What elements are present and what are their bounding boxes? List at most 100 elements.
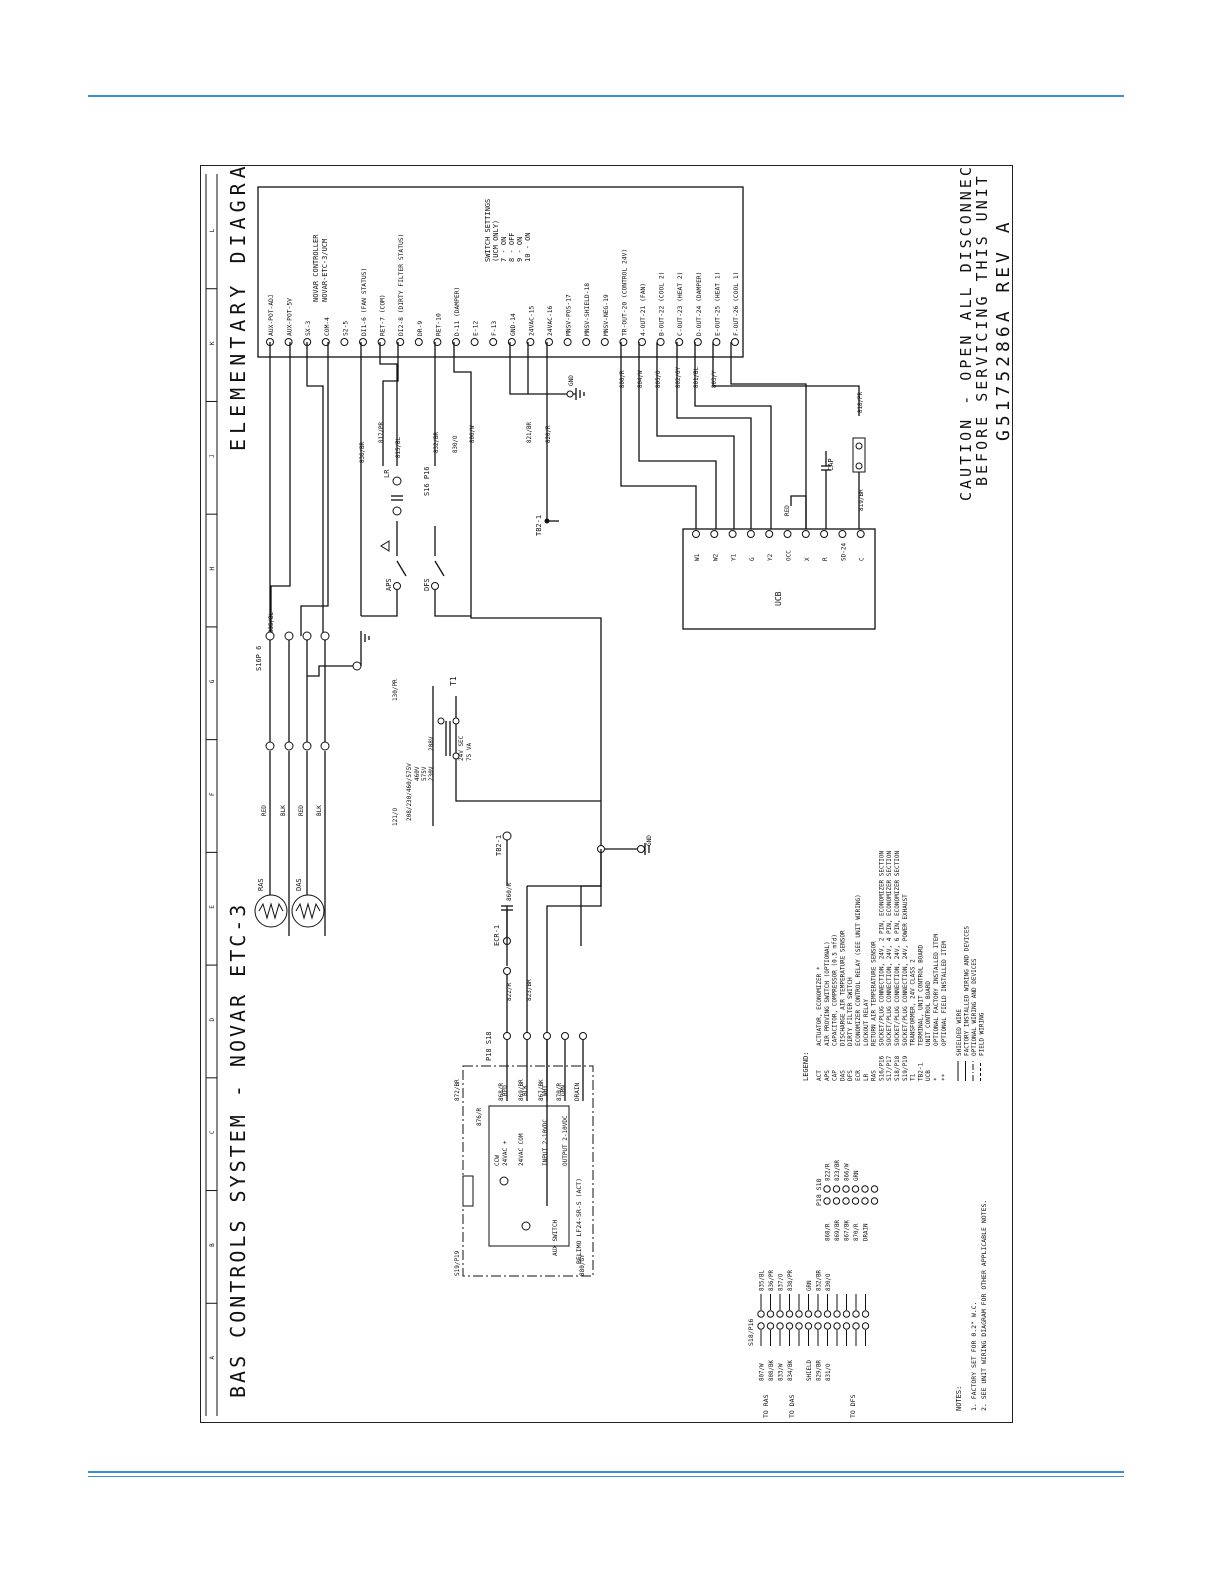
- svg-text:GND: GND: [646, 835, 653, 846]
- p18-wire-left: 868/R: [826, 1223, 832, 1241]
- svg-text:WHT: WHT: [542, 1085, 549, 1096]
- legend-description: SOCKET/PLUG CONNECTION, 24V, POWER EXHAU…: [902, 894, 909, 1046]
- legend-code: S16/P16: [878, 1055, 885, 1081]
- controller-terminal-label: RET-10: [435, 313, 442, 336]
- legend-code: UCB: [925, 1070, 932, 1081]
- p18-wire-right: 823/BR: [835, 1160, 841, 1181]
- caution-line-2: BEFORE SERVICING THIS UNIT: [973, 173, 991, 486]
- grid-letter: G: [209, 679, 216, 683]
- ucb-terminal: [765, 530, 774, 538]
- conn-wire-right: GRN: [807, 1280, 813, 1291]
- grid-letter: J: [209, 454, 216, 458]
- svg-text:P18 S18: P18 S18: [815, 1179, 823, 1206]
- conn-wire-right: 835/BL: [760, 1270, 766, 1291]
- ucb-terminal-label: R: [822, 557, 829, 561]
- controller-gnd: GND: [566, 375, 585, 400]
- p18-pin: [851, 1185, 860, 1193]
- capacitor: CAP 819/BR: [821, 437, 866, 529]
- ecr-relay: ECR-1 860/R 822/R 823/BR: [493, 883, 601, 1036]
- controller-terminal: [414, 338, 423, 346]
- ucb-terminal-label: Y1: [731, 553, 738, 561]
- grid-letter: C: [209, 1130, 216, 1134]
- svg-text:OUTPUT 2-10VDC: OUTPUT 2-10VDC: [562, 1115, 569, 1166]
- controller-terminal: [340, 338, 349, 346]
- legend-code: S19/P19: [902, 1055, 909, 1081]
- legend-code: **: [941, 1073, 948, 1081]
- controller-box: [257, 186, 744, 358]
- controller-terminal-label: SX-3: [305, 321, 312, 336]
- grid-letter: K: [209, 341, 216, 345]
- transformer-t1: T1 130/PR 121/O 208/230/460/575V 460V 57…: [392, 676, 601, 826]
- controller-terminal-label: D-OUT-24 (DAMPER): [696, 272, 703, 336]
- svg-text:APS: APS: [385, 578, 393, 591]
- conn-wire-right: 838/PR: [788, 1270, 794, 1291]
- svg-text:75 VA: 75 VA: [466, 743, 473, 761]
- conn-pin: [833, 1310, 841, 1318]
- wire-label: 818/PR: [858, 392, 864, 413]
- wire-label: 832/BR: [434, 432, 440, 453]
- grid-letter: B: [209, 1243, 216, 1247]
- wire-label: 800/R: [620, 370, 626, 388]
- controller-terminal-label: F-13: [491, 321, 498, 336]
- legend-code: TB2-1: [917, 1063, 924, 1081]
- svg-text:INPUT 2-10VDC: INPUT 2-10VDC: [542, 1119, 549, 1166]
- conn-pin: [804, 1322, 813, 1330]
- svg-text:8 - OFF: 8 - OFF: [508, 232, 516, 262]
- svg-text:575V: 575V: [421, 766, 428, 781]
- svg-text:RED: RED: [261, 805, 268, 816]
- legend-description: DISCHARGE AIR TEMPERATURE SENSOR: [839, 930, 846, 1046]
- svg-text:S18/P16: S18/P16: [747, 1319, 755, 1346]
- p18-pin: [832, 1197, 841, 1205]
- svg-text:208V: 208V: [428, 736, 435, 751]
- controller-terminal: [284, 338, 293, 346]
- wire-label: 801/BL: [694, 367, 700, 388]
- ras-sensor: RAS RED BLK: [254, 751, 290, 936]
- p18-s18-plug: P18 S18 868/R 869/BR 867/BK 870/R DRAIN: [485, 1031, 587, 1101]
- controller-terminal-label: 24VAC-15: [528, 305, 535, 336]
- legend-description: SOCKET/PLUG CONNECTION, 24V, 6 PIN, ECON…: [894, 851, 901, 1046]
- tb2-upper: TB2-1: [535, 515, 559, 536]
- svg-text:9 - ON: 9 - ON: [516, 237, 524, 262]
- svg-text:24VAC COM: 24VAC COM: [518, 1133, 525, 1166]
- svg-text:DAS: DAS: [295, 878, 303, 891]
- legend-description: OPTIONAL FIELD INSTALLED ITEM: [941, 941, 948, 1046]
- wire-label: 835/BL: [269, 612, 275, 633]
- wire-label: 803/Y: [712, 370, 718, 388]
- header-rule: [88, 95, 1124, 97]
- s16p6-plug: S16P 6: [255, 631, 370, 751]
- p18-pin: [842, 1185, 850, 1193]
- svg-text:DFS: DFS: [423, 578, 431, 591]
- svg-text:RED: RED: [298, 805, 305, 816]
- svg-text:BELIMO LF24-SR-S (ACT): BELIMO LF24-SR-S (ACT): [575, 1178, 583, 1264]
- diagram-subtitle: ELEMENTARY DIAGRAM: [226, 166, 250, 451]
- conn-wire-left: 829/BR: [817, 1360, 823, 1381]
- svg-text:LEGEND:: LEGEND:: [802, 1051, 810, 1081]
- legend-description: SOCKET/PLUG CONNECTION, 24V, 2 PIN, ECON…: [878, 851, 885, 1046]
- p18-pin: [861, 1197, 869, 1205]
- svg-text:T1: T1: [449, 676, 458, 686]
- conn-pin: [757, 1310, 765, 1318]
- controller-terminal-label: MNSV-SHIELD-18: [584, 283, 591, 336]
- svg-text:24VAC +: 24VAC +: [502, 1140, 509, 1166]
- svg-text:(UCM ONLY): (UCM ONLY): [492, 220, 500, 262]
- svg-text:TB2-1: TB2-1: [495, 835, 503, 856]
- svg-text:868/R: 868/R: [498, 1083, 505, 1101]
- footer-rule-bottom: [88, 1476, 1124, 1477]
- actuator: S19/P19 872/BR 876/R 880/GY CCW 24VAC + …: [454, 1065, 594, 1277]
- controller-terminal: [507, 338, 516, 346]
- svg-text:880/GY: 880/GY: [579, 1254, 586, 1276]
- legend-code: DFS: [847, 1070, 854, 1081]
- svg-text:2. SEE UNIT WIRING DIAGRAM FOR: 2. SEE UNIT WIRING DIAGRAM FOR OTHER APP…: [980, 1200, 988, 1411]
- svg-text:TO DFS: TO DFS: [849, 1394, 857, 1418]
- controller-terminal-label: E-OUT-25 (HEAT 1): [714, 272, 721, 336]
- controller-terminal-label: DR-9: [417, 321, 424, 336]
- svg-text:TO DAS: TO DAS: [788, 1394, 796, 1418]
- wire-label: 830/O: [453, 435, 459, 453]
- p18-pin: [861, 1185, 869, 1193]
- legend-code: RAS: [871, 1070, 878, 1081]
- p18-wire-right: 822/R: [826, 1163, 832, 1181]
- p18-pin: [842, 1197, 850, 1205]
- svg-text:130/PR: 130/PR: [392, 679, 399, 701]
